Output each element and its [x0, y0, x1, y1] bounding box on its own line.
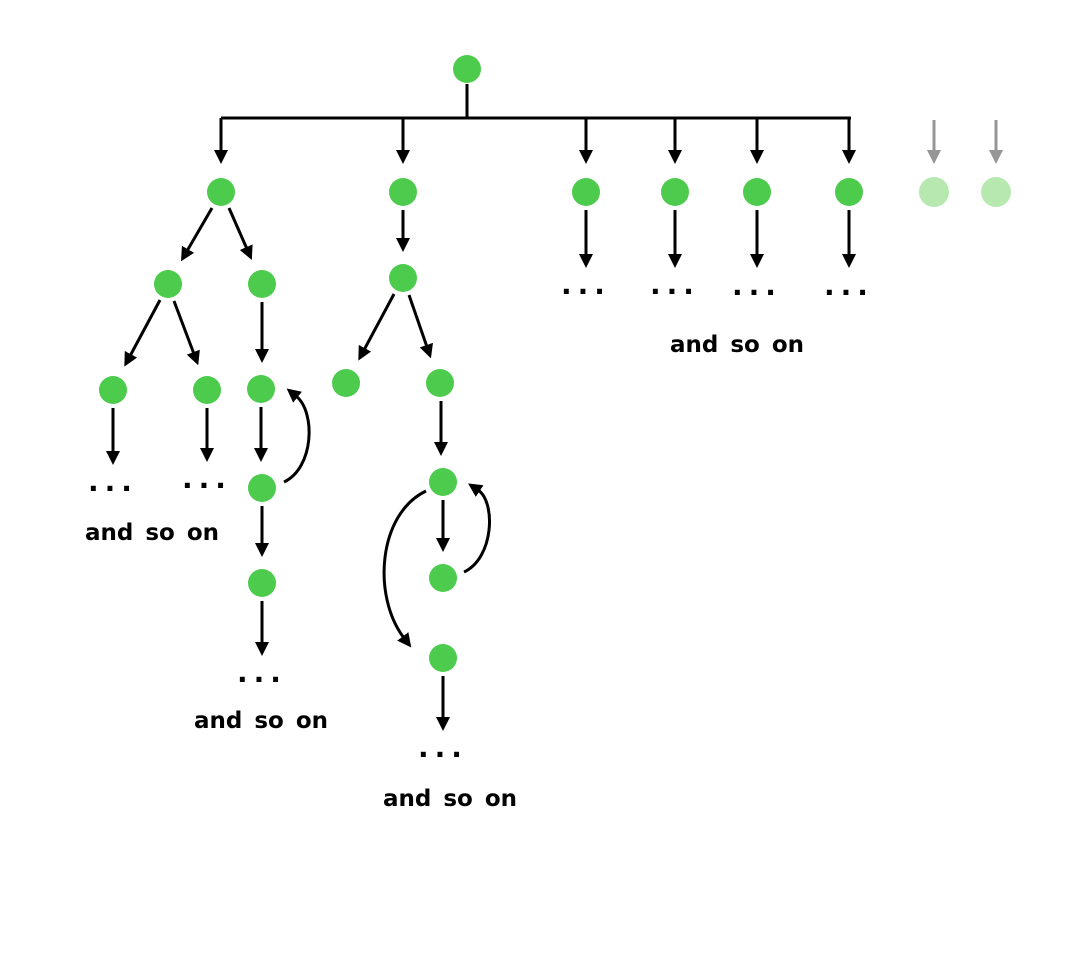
tree-node — [248, 270, 276, 298]
tree-nodes — [99, 55, 1011, 672]
ellipsis-marks: ... ... ... ... ... ... ... ... — [88, 268, 874, 764]
ellipsis-label: ... — [237, 656, 287, 689]
tree-node — [248, 569, 276, 597]
ellipsis-label: ... — [88, 465, 138, 498]
tree-node — [426, 369, 454, 397]
root-node — [453, 55, 481, 83]
edge-arrow — [172, 300, 200, 366]
curved-edges — [283, 388, 491, 648]
tree-node — [429, 564, 457, 592]
skip-edge-arrow — [382, 489, 427, 648]
tree-node — [572, 178, 600, 206]
captions: and so on and so on and so on and so on — [85, 332, 804, 812]
faded-tree-node — [919, 177, 949, 207]
and-so-on-label: and so on — [85, 520, 219, 546]
ellipsis-label: ... — [182, 462, 232, 495]
ellipsis-label: ... — [650, 268, 700, 301]
ellipsis-label: ... — [418, 731, 468, 764]
tree-node — [429, 644, 457, 672]
back-edge-arrow — [463, 483, 491, 574]
edge-arrow — [358, 293, 396, 361]
edge-arrow — [227, 207, 253, 260]
tree-node — [332, 369, 360, 397]
edge-arrow — [124, 299, 162, 367]
tree-node — [193, 376, 221, 404]
tree-edges — [106, 207, 856, 731]
faded-tree-node — [981, 177, 1011, 207]
tree-node — [743, 178, 771, 206]
tree-node — [154, 270, 182, 298]
tree-node — [247, 375, 275, 403]
and-so-on-label: and so on — [670, 332, 804, 358]
edge-arrow — [407, 294, 433, 359]
tree-node — [389, 264, 417, 292]
tree-node — [389, 178, 417, 206]
rail-drop-arrows — [214, 118, 1003, 164]
ellipsis-label: ... — [824, 269, 874, 302]
and-so-on-label: and so on — [194, 708, 328, 734]
back-edge-arrow — [283, 388, 311, 484]
ellipsis-label: ... — [732, 269, 782, 302]
tree-node — [99, 376, 127, 404]
tree-node — [429, 468, 457, 496]
tree-node — [661, 178, 689, 206]
branch-connector-line — [221, 84, 851, 120]
and-so-on-label: and so on — [383, 786, 517, 812]
tree-node — [207, 178, 235, 206]
ellipsis-label: ... — [561, 268, 611, 301]
tree-node — [835, 178, 863, 206]
tree-node — [248, 474, 276, 502]
edge-arrow — [180, 207, 214, 262]
